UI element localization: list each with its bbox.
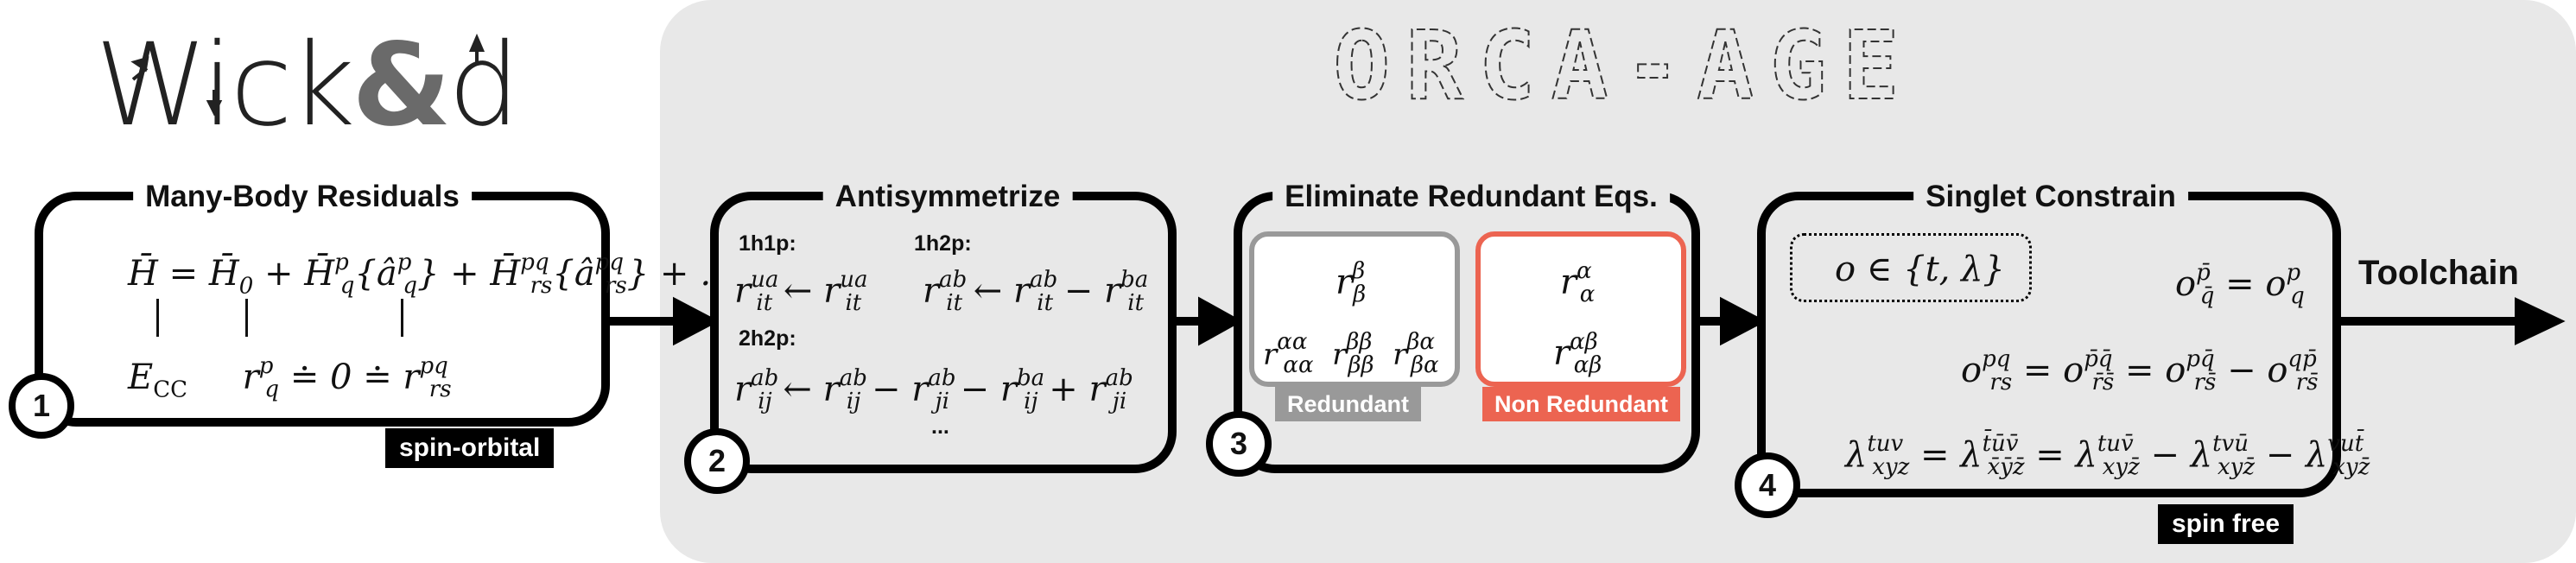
residuals-redundant-doubles: rαααα rββββ rβαβα — [1263, 329, 1439, 379]
spin-free-tag: spin free — [2158, 504, 2294, 544]
hamiltonian-equation: H̄ = H̄0 + H̄pq{âpq} + H̄pqrs{âpqrs} + … — [128, 250, 735, 300]
antisymmetrize-box: Antisymmetrize — [710, 178, 1177, 473]
toolchain-label: Toolchain — [2358, 254, 2519, 292]
residual-beta-beta: rββ — [1336, 258, 1367, 308]
step-4-badge: 4 — [1735, 452, 1800, 518]
wickd-logo: Wick&d — [95, 21, 520, 150]
non-redundant-group — [1475, 231, 1686, 387]
three-body-constraint: λtuvxyz = λt̄ūv̄x̄ȳz̄ = λtuv̄xyz̄ − λtvū… — [1845, 431, 2370, 481]
stage4-title: Singlet Constrain — [1913, 178, 2188, 216]
antisym-1h2p: rabit ← rabit − rbait — [923, 267, 1149, 317]
operator-set: o ∈ {t, λ} — [1835, 250, 2005, 289]
label-1h2p: 1h2p: — [914, 231, 972, 256]
antisym-1h1p: ruait ← ruait — [734, 267, 868, 317]
stage2-title: Antisymmetrize — [822, 178, 1073, 216]
label-2h2p: 2h2p: — [739, 326, 796, 351]
redundant-group — [1249, 231, 1460, 387]
one-body-constraint: op̄q̄ = opq — [2175, 260, 2305, 310]
stage1-title: Many-Body Residuals — [133, 178, 472, 216]
svg-text:ORCA-AGE: ORCA-AGE — [1333, 19, 1915, 121]
operator-set-box — [1790, 233, 2032, 302]
stage3-title: Eliminate Redundant Eqs. — [1272, 178, 1670, 216]
logo-arrow-marks — [130, 33, 485, 117]
residual-alpha-beta: rαβαβ — [1553, 329, 1602, 379]
redundant-label: Redundant — [1275, 387, 1421, 421]
singlet-constrain-box: Singlet Constrain — [1757, 178, 2341, 497]
step-2-badge: 2 — [684, 428, 750, 494]
orca-age-banner: ORCA-AGE — [1332, 19, 1915, 122]
many-body-residuals-box: Many-Body Residuals — [35, 178, 610, 427]
residual-alpha-alpha: rαα — [1560, 258, 1596, 308]
two-body-constraint: opqrs = op̄q̄r̄s̄ = opq̄rs̄ − oqp̄rs̄ — [1961, 346, 2319, 396]
non-redundant-label: Non Redundant — [1482, 387, 1680, 421]
step-1-badge: 1 — [9, 373, 74, 439]
antisym-2h2p: rabij ← rabij − rabji − rbaij + rabji — [734, 365, 1133, 415]
spin-orbital-tag: spin-orbital — [385, 428, 555, 468]
label-1h1p: 1h1p: — [739, 231, 796, 256]
step-3-badge: 3 — [1206, 411, 1272, 477]
residual-equations: ECC rpq ≐ 0 ≐ rpqrs — [128, 353, 452, 403]
antisym-ellipsis: ... — [931, 414, 949, 439]
logo-text: Wick&d — [95, 19, 520, 152]
